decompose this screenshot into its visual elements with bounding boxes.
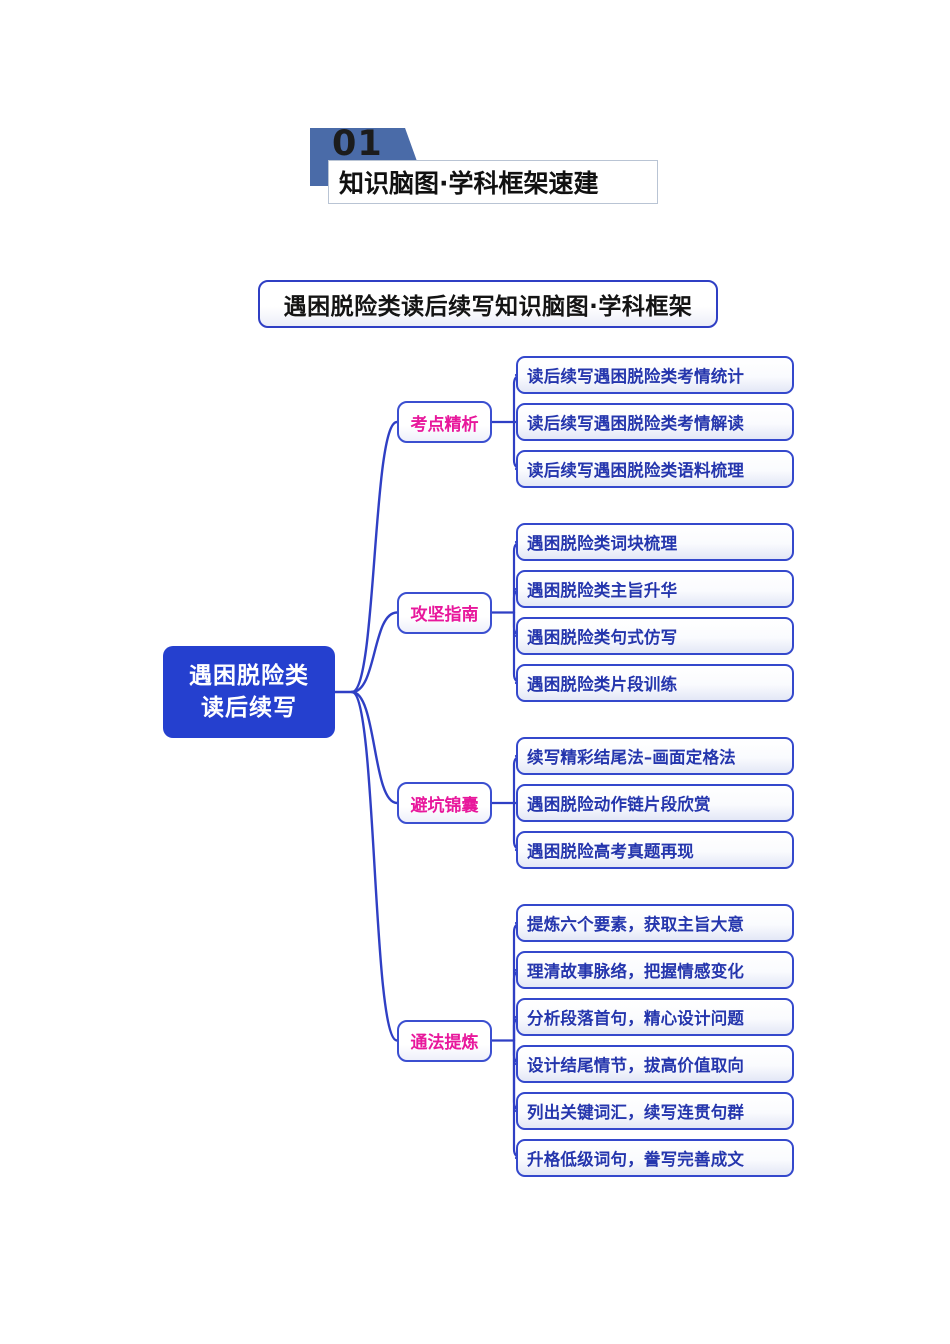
leaf-node-label: 遇困脱险动作链片段欣赏	[527, 795, 711, 814]
leaf-node-1-1[interactable]: 读后续写遇困脱险类考情统计	[516, 356, 794, 394]
section-title-text: 知识脑图·学科框架速建	[339, 169, 599, 198]
leaf-node-2-1[interactable]: 遇困脱险类词块梳理	[516, 523, 794, 561]
leaf-node-label: 升格低级词句，誊写完善成文	[527, 1150, 745, 1169]
branch-node-4[interactable]: 通法提炼	[397, 1019, 492, 1062]
branch-node-label: 通法提炼	[410, 1033, 479, 1053]
leaf-node-label: 提炼六个要素，获取主旨大意	[527, 915, 745, 934]
branch-node-label: 避坑锦囊	[410, 795, 479, 816]
leaf-node-3-1[interactable]: 续写精彩结尾法–画面定格法	[516, 737, 794, 775]
leaf-node-label: 遇困脱险类词块梳理	[527, 534, 678, 553]
leaf-node-4-1[interactable]: 提炼六个要素，获取主旨大意	[516, 904, 794, 942]
leaf-node-label: 遇困脱险类片段训练	[527, 675, 678, 694]
leaf-node-label: 读后续写遇困脱险类考情统计	[527, 367, 745, 386]
leaf-node-label: 读后续写遇困脱险类考情解读	[527, 414, 745, 433]
root-node[interactable]: 遇困脱险类 读后续写	[163, 646, 335, 738]
leaf-node-label: 设计结尾情节，拔高价值取向	[527, 1056, 745, 1075]
leaf-node-label: 遇困脱险类主旨升华	[527, 581, 678, 600]
section-header: 01 知识脑图·学科框架速建	[310, 124, 670, 208]
leaf-node-label: 续写精彩结尾法–画面定格法	[527, 748, 736, 767]
root-node-line-2: 读后续写	[201, 695, 297, 721]
leaf-node-2-4[interactable]: 遇困脱险类片段训练	[516, 664, 794, 702]
leaf-node-4-6[interactable]: 升格低级词句，誊写完善成文	[516, 1139, 794, 1177]
branch-node-3[interactable]: 避坑锦囊	[397, 782, 492, 824]
leaf-node-label: 分析段落首句，精心设计问题	[527, 1009, 745, 1028]
mindmap-title: 遇困脱险类读后续写知识脑图·学科框架	[258, 280, 718, 328]
connector-path	[350, 690, 399, 805]
section-title-box: 知识脑图·学科框架速建	[328, 160, 658, 204]
connector-path	[350, 690, 399, 1042]
leaf-node-label: 列出关键词汇，续写连贯句群	[527, 1103, 745, 1122]
leaf-node-3-2[interactable]: 遇困脱险动作链片段欣赏	[516, 784, 794, 822]
branch-node-2[interactable]: 攻坚指南	[397, 591, 492, 634]
section-badge-number: 01	[332, 124, 383, 164]
leaf-node-label: 理清故事脉络，把握情感变化	[527, 962, 745, 981]
leaf-node-label: 遇困脱险高考真题再现	[527, 842, 694, 861]
leaf-node-2-3[interactable]: 遇困脱险类句式仿写	[516, 617, 794, 655]
leaf-node-1-3[interactable]: 读后续写遇困脱险类语料梳理	[516, 450, 794, 488]
connector-path	[350, 611, 399, 694]
leaf-node-1-2[interactable]: 读后续写遇困脱险类考情解读	[516, 403, 794, 441]
leaf-node-4-2[interactable]: 理清故事脉络，把握情感变化	[516, 951, 794, 989]
leaf-node-label: 遇困脱险类句式仿写	[527, 628, 678, 647]
root-node-line-1: 遇困脱险类	[189, 663, 309, 689]
branch-node-1[interactable]: 考点精析	[397, 401, 492, 443]
leaf-node-3-3[interactable]: 遇困脱险高考真题再现	[516, 831, 794, 869]
leaf-node-4-5[interactable]: 列出关键词汇，续写连贯句群	[516, 1092, 794, 1130]
leaf-node-4-4[interactable]: 设计结尾情节，拔高价值取向	[516, 1045, 794, 1083]
leaf-node-4-3[interactable]: 分析段落首句，精心设计问题	[516, 998, 794, 1036]
connector-path	[350, 420, 399, 694]
leaf-node-label: 读后续写遇困脱险类语料梳理	[527, 461, 745, 480]
leaf-node-2-2[interactable]: 遇困脱险类主旨升华	[516, 570, 794, 608]
branch-node-label: 考点精析	[410, 414, 479, 435]
branch-node-label: 攻坚指南	[410, 605, 479, 625]
